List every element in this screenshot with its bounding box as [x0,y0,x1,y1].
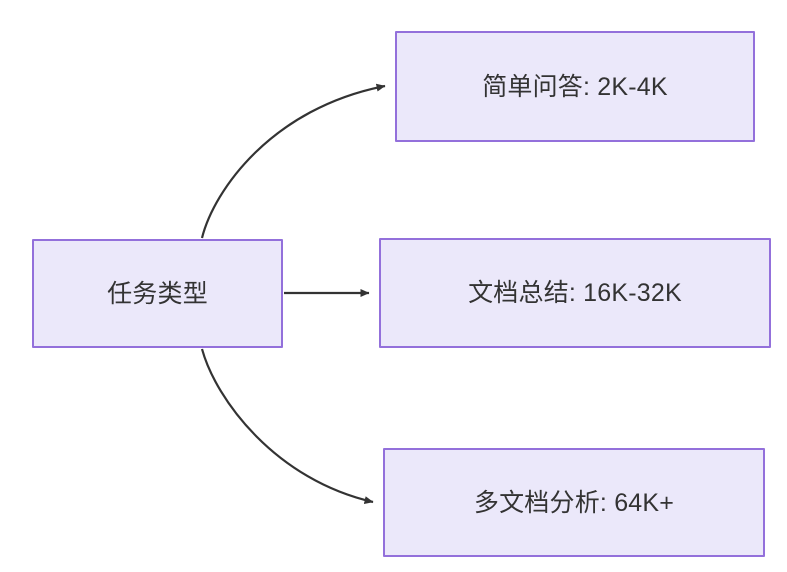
node-source-label: 任务类型 [107,279,208,308]
node-doc-summary-label: 文档总结: 16K-32K [468,279,682,307]
node-simple-qa[interactable]: 简单问答: 2K-4K [395,31,755,142]
node-doc-summary[interactable]: 文档总结: 16K-32K [379,238,771,348]
node-multi-doc[interactable]: 多文档分析: 64K+ [383,448,765,557]
edge-source-simple-qa [200,83,386,239]
edge-source-multi-doc [200,348,374,505]
node-source[interactable]: 任务类型 [32,239,283,348]
node-simple-qa-label: 简单问答: 2K-4K [482,72,668,101]
node-multi-doc-label: 多文档分析: 64K+ [473,488,675,517]
